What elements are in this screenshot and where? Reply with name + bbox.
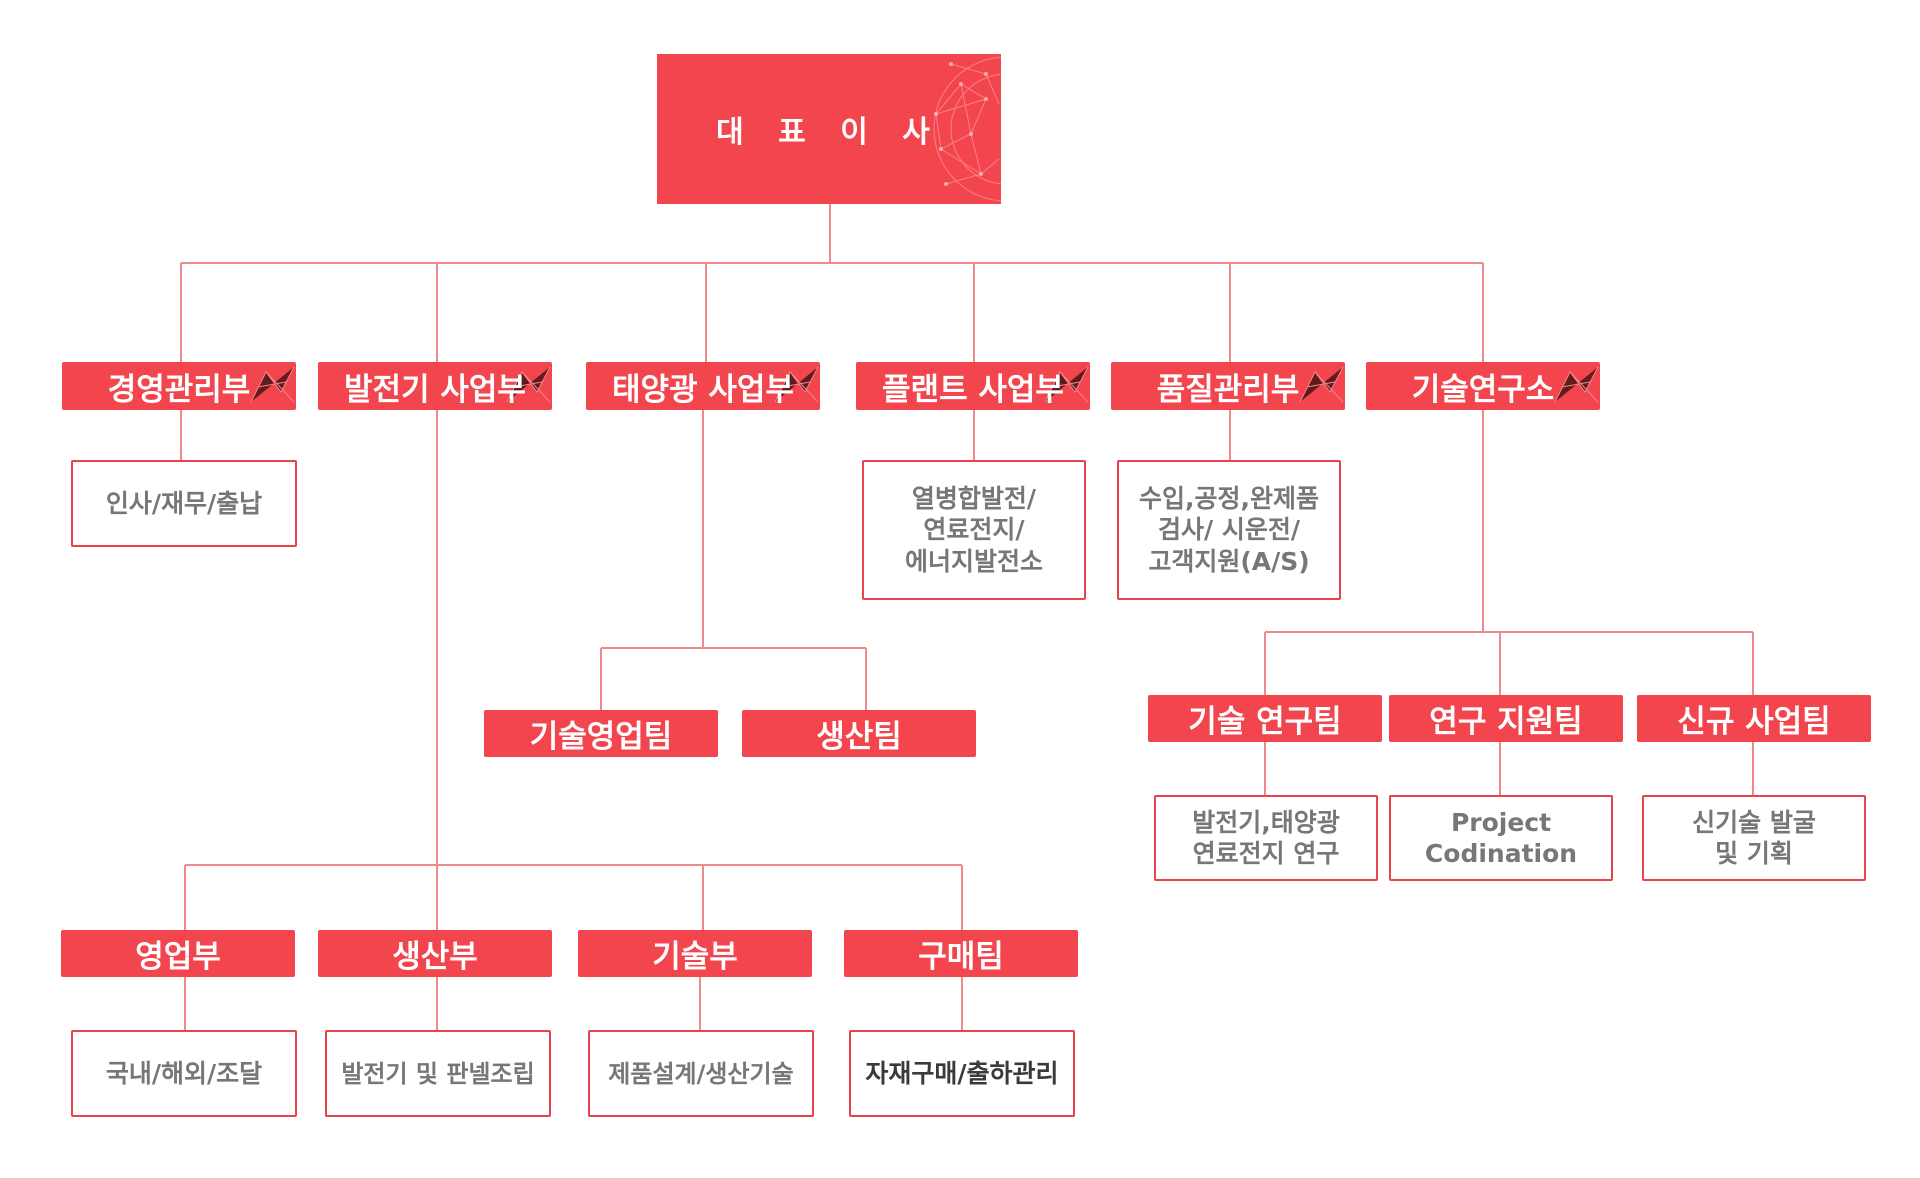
team-tech-sales-label: 기술영업팀 (529, 719, 673, 755)
dept-management[interactable]: 경영관리부 (62, 362, 296, 410)
texture-decoration (1299, 366, 1344, 403)
team-tech-research[interactable]: 기술 연구팀 (1148, 695, 1382, 742)
dept-research-label: 기술연구소 (1411, 371, 1555, 408)
unit-technology[interactable]: 기술부 (578, 930, 812, 977)
texture-decoration (1044, 366, 1089, 403)
dept-solar-label: 태양광 사업부 (612, 371, 794, 408)
texture-decoration (1554, 366, 1599, 403)
team-research-support-label: 연구 지원팀 (1429, 704, 1583, 740)
ceo-box[interactable]: 대 표 이 사 (657, 54, 1001, 204)
purchasing-duties-box: 자재구매/출하관리 (849, 1030, 1075, 1117)
unit-sales-label: 영업부 (135, 939, 221, 975)
production-duties-box: 발전기 및 판넬조립 (325, 1030, 551, 1117)
tech-research-duties-box: 발전기,태양광 연료전지 연구 (1154, 795, 1378, 881)
dept-plant[interactable]: 플랜트 사업부 (856, 362, 1090, 410)
unit-production-label: 생산부 (392, 939, 478, 975)
dept-quality-label: 품질관리부 (1156, 371, 1300, 408)
team-new-business[interactable]: 신규 사업팀 (1637, 695, 1871, 742)
unit-purchasing-label: 구매팀 (918, 939, 1004, 975)
team-tech-sales[interactable]: 기술영업팀 (484, 710, 718, 757)
dept-generator[interactable]: 발전기 사업부 (318, 362, 552, 410)
management-duties-box: 인사/재무/출납 (71, 460, 297, 547)
dept-generator-label: 발전기 사업부 (344, 371, 526, 408)
team-solar-production-label: 생산팀 (816, 719, 902, 755)
team-solar-production[interactable]: 생산팀 (742, 710, 976, 757)
unit-production[interactable]: 생산부 (318, 930, 552, 977)
texture-decoration (774, 366, 819, 403)
dept-solar[interactable]: 태양광 사업부 (586, 362, 820, 410)
texture-decoration (250, 366, 295, 403)
ceo-label: 대 표 이 사 (716, 115, 942, 150)
dept-quality[interactable]: 품질관리부 (1111, 362, 1345, 410)
network-sphere-decoration (933, 56, 1001, 202)
technology-duties-box: 제품설계/생산기술 (588, 1030, 814, 1117)
dept-plant-label: 플랜트 사업부 (882, 371, 1064, 408)
team-tech-research-label: 기술 연구팀 (1188, 704, 1342, 740)
unit-technology-label: 기술부 (652, 939, 738, 975)
quality-duties-box: 수입,공정,완제품 검사/ 시운전/ 고객지원(A/S) (1117, 460, 1341, 600)
sales-duties-box: 국내/해외/조달 (71, 1030, 297, 1117)
unit-purchasing[interactable]: 구매팀 (844, 930, 1078, 977)
texture-decoration (506, 366, 551, 403)
plant-duties-box: 열병합발전/ 연료전지/ 에너지발전소 (862, 460, 1086, 600)
dept-research[interactable]: 기술연구소 (1366, 362, 1600, 410)
research-support-duties-box: Project Codination (1389, 795, 1613, 881)
team-new-business-label: 신규 사업팀 (1677, 704, 1831, 740)
team-research-support[interactable]: 연구 지원팀 (1389, 695, 1623, 742)
unit-sales[interactable]: 영업부 (61, 930, 295, 977)
dept-management-label: 경영관리부 (107, 371, 251, 408)
new-business-duties-box: 신기술 발굴 및 기획 (1642, 795, 1866, 881)
